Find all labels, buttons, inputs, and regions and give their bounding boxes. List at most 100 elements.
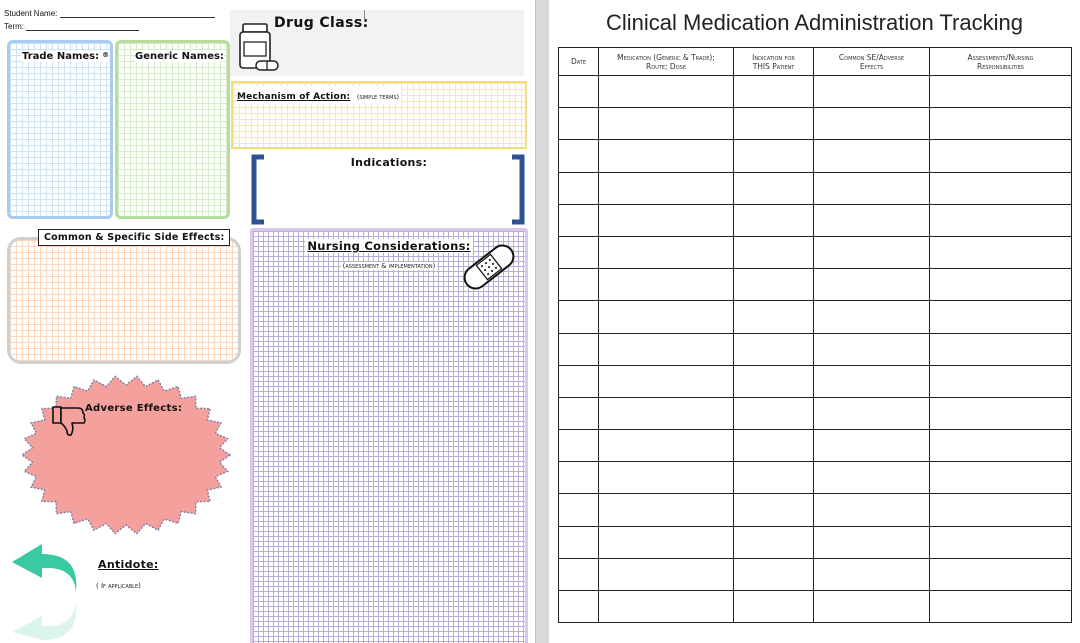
table-cell[interactable] bbox=[929, 171, 1072, 205]
table-cell[interactable] bbox=[733, 235, 814, 270]
table-cell[interactable] bbox=[929, 493, 1072, 527]
table-cell[interactable] bbox=[558, 364, 599, 398]
mechanism-heading: Mechanism of Action: (simple terms) bbox=[237, 86, 402, 104]
table-cell[interactable] bbox=[929, 235, 1072, 270]
table-cell[interactable] bbox=[558, 493, 599, 527]
trade-names-box[interactable]: Trade Names:® bbox=[7, 40, 113, 219]
table-cell[interactable] bbox=[813, 493, 930, 527]
table-cell[interactable] bbox=[733, 268, 814, 302]
table-cell[interactable] bbox=[813, 525, 930, 559]
table-cell[interactable] bbox=[558, 107, 599, 141]
student-name-field[interactable] bbox=[59, 9, 215, 18]
table-cell[interactable] bbox=[598, 461, 734, 495]
table-cell[interactable] bbox=[929, 203, 1072, 237]
term-field[interactable] bbox=[26, 22, 140, 31]
indications-box[interactable]: Indications: bbox=[250, 153, 528, 226]
indications-label: Indications: bbox=[350, 156, 428, 169]
table-cell[interactable] bbox=[813, 332, 930, 366]
table-cell[interactable] bbox=[813, 107, 930, 141]
mechanism-of-action-box[interactable]: Mechanism of Action: (simple terms) bbox=[231, 81, 527, 149]
table-cell[interactable] bbox=[929, 589, 1072, 624]
table-cell[interactable] bbox=[558, 557, 599, 592]
table-cell[interactable] bbox=[733, 461, 814, 495]
table-cell[interactable] bbox=[813, 235, 930, 270]
side-effects-box[interactable] bbox=[7, 237, 241, 364]
table-cell[interactable] bbox=[558, 139, 599, 173]
table-cell[interactable] bbox=[813, 429, 930, 463]
table-cell[interactable] bbox=[598, 396, 734, 431]
table-cell[interactable] bbox=[733, 493, 814, 527]
table-cell[interactable] bbox=[929, 461, 1072, 495]
table-cell[interactable] bbox=[929, 300, 1072, 334]
table-cell[interactable] bbox=[733, 203, 814, 237]
table-cell[interactable] bbox=[558, 332, 599, 366]
table-cell[interactable] bbox=[929, 429, 1072, 463]
table-cell[interactable] bbox=[929, 332, 1072, 366]
table-cell[interactable] bbox=[929, 525, 1072, 559]
table-cell[interactable] bbox=[598, 171, 734, 205]
table-cell[interactable] bbox=[598, 493, 734, 527]
tracking-table: Date Medication (Generic & Trade);Route;… bbox=[558, 47, 1072, 624]
table-cell[interactable] bbox=[558, 268, 599, 302]
table-cell[interactable] bbox=[558, 300, 599, 334]
table-cell[interactable] bbox=[929, 74, 1072, 109]
table-cell[interactable] bbox=[813, 300, 930, 334]
table-cell[interactable] bbox=[733, 107, 814, 141]
table-cell[interactable] bbox=[813, 268, 930, 302]
table-cell[interactable] bbox=[558, 429, 599, 463]
table-cell[interactable] bbox=[598, 429, 734, 463]
table-cell[interactable] bbox=[813, 139, 930, 173]
table-cell[interactable] bbox=[813, 74, 930, 109]
drug-class-box[interactable]: Drug Class: bbox=[230, 10, 524, 76]
table-cell[interactable] bbox=[733, 74, 814, 109]
table-cell[interactable] bbox=[598, 203, 734, 237]
table-cell[interactable] bbox=[598, 235, 734, 270]
table-cell[interactable] bbox=[813, 171, 930, 205]
table-cell[interactable] bbox=[598, 74, 734, 109]
table-cell[interactable] bbox=[558, 235, 599, 270]
table-cell[interactable] bbox=[929, 139, 1072, 173]
table-cell[interactable] bbox=[598, 300, 734, 334]
table-cell[interactable] bbox=[598, 589, 734, 624]
table-cell[interactable] bbox=[598, 268, 734, 302]
table-cell[interactable] bbox=[929, 268, 1072, 302]
table-cell[interactable] bbox=[813, 461, 930, 495]
nursing-considerations-box[interactable]: Nursing Considerations: (assessment & im… bbox=[250, 228, 528, 643]
table-cell[interactable] bbox=[929, 107, 1072, 141]
table-cell[interactable] bbox=[813, 364, 930, 398]
table-cell[interactable] bbox=[733, 429, 814, 463]
table-cell[interactable] bbox=[598, 364, 734, 398]
table-cell[interactable] bbox=[558, 171, 599, 205]
table-cell[interactable] bbox=[598, 332, 734, 366]
table-cell[interactable] bbox=[733, 557, 814, 592]
table-cell[interactable] bbox=[558, 461, 599, 495]
table-cell[interactable] bbox=[558, 589, 599, 624]
table-cell[interactable] bbox=[558, 396, 599, 431]
table-cell[interactable] bbox=[813, 203, 930, 237]
table-cell[interactable] bbox=[558, 203, 599, 237]
table-cell[interactable] bbox=[733, 332, 814, 366]
table-cell[interactable] bbox=[929, 396, 1072, 431]
table-cell[interactable] bbox=[813, 557, 930, 592]
table-cell[interactable] bbox=[598, 139, 734, 173]
table-cell[interactable] bbox=[813, 589, 930, 624]
table-cell[interactable] bbox=[733, 589, 814, 624]
table-cell[interactable] bbox=[558, 74, 599, 109]
table-cell[interactable] bbox=[733, 364, 814, 398]
table-cell[interactable] bbox=[733, 300, 814, 334]
table-cell[interactable] bbox=[598, 107, 734, 141]
table-cell[interactable] bbox=[929, 557, 1072, 592]
table-cell[interactable] bbox=[733, 525, 814, 559]
table-row bbox=[558, 461, 1072, 495]
adverse-effects-burst[interactable] bbox=[20, 374, 232, 536]
table-cell[interactable] bbox=[733, 396, 814, 431]
table-cell[interactable] bbox=[813, 396, 930, 431]
table-cell[interactable] bbox=[558, 525, 599, 559]
table-cell[interactable] bbox=[733, 139, 814, 173]
antidote-return-arrow-icon bbox=[12, 544, 77, 640]
table-cell[interactable] bbox=[929, 364, 1072, 398]
table-cell[interactable] bbox=[598, 557, 734, 592]
table-cell[interactable] bbox=[598, 525, 734, 559]
generic-names-box[interactable]: Generic Names: bbox=[115, 40, 230, 219]
table-cell[interactable] bbox=[733, 171, 814, 205]
